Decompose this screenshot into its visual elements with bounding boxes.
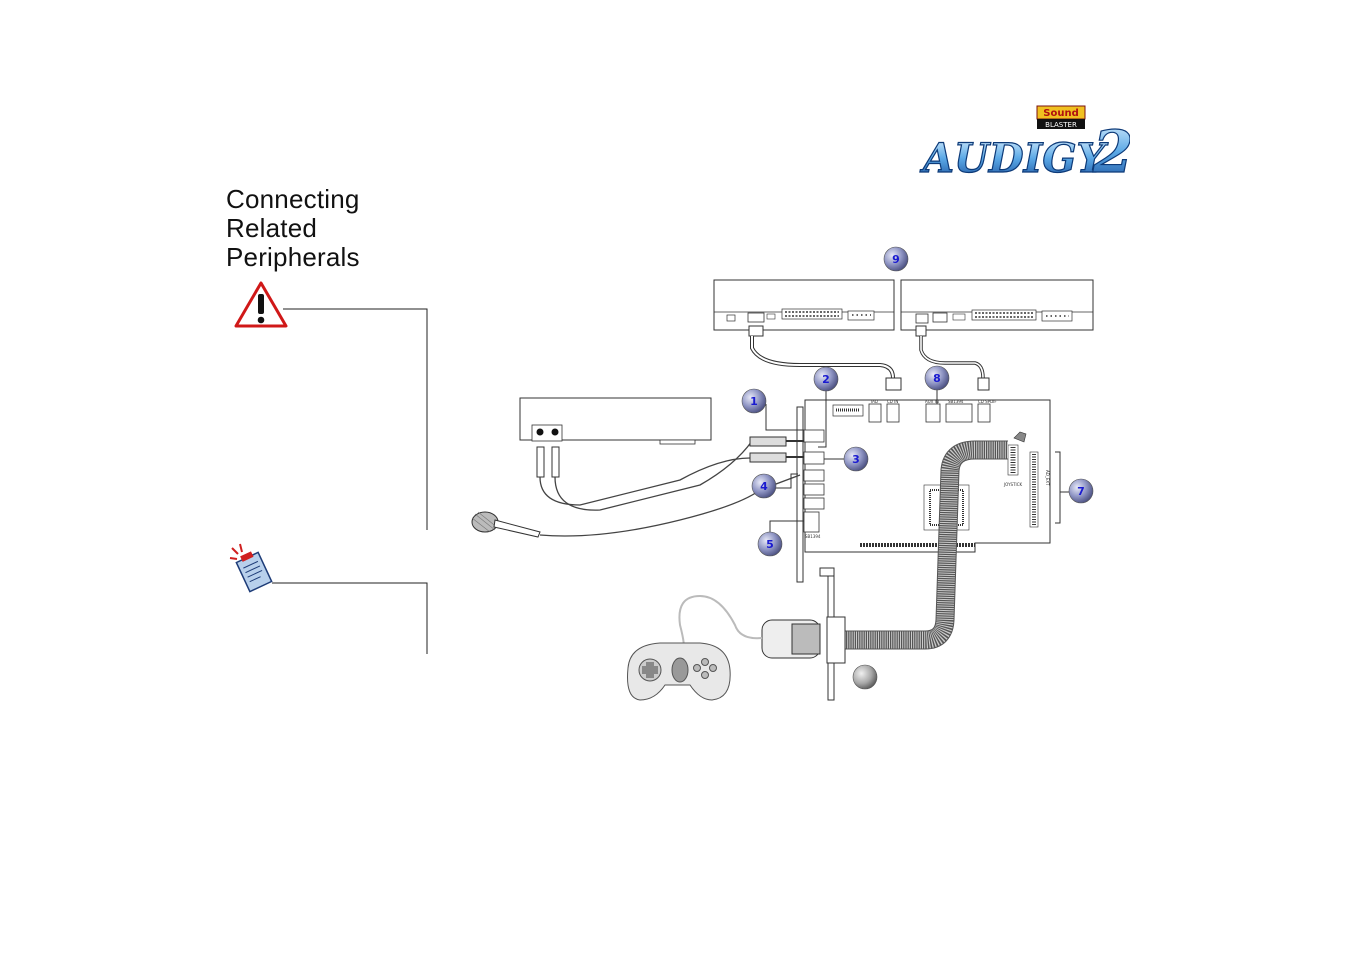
callout-9: 9 bbox=[883, 246, 909, 272]
label-sb1394-bracket: SB1394 bbox=[805, 534, 821, 539]
callout-8-label: 8 bbox=[933, 372, 941, 385]
logo-version: 2 bbox=[1092, 118, 1130, 186]
callout-8: 8 bbox=[924, 365, 950, 391]
title-line-3: Peripherals bbox=[226, 242, 360, 272]
callout-3: 3 bbox=[843, 446, 869, 472]
cd-spdif-cable-right bbox=[915, 325, 990, 391]
line-cables bbox=[536, 436, 804, 511]
label-cd-in: CD IN bbox=[887, 399, 898, 404]
label-joystick: JOYSTICK bbox=[1003, 482, 1023, 487]
warning-guide-line bbox=[283, 308, 428, 530]
microphone bbox=[471, 474, 801, 538]
callout-5-label: 5 bbox=[766, 538, 774, 551]
callout-1-label: 1 bbox=[750, 395, 758, 408]
label-ad-ext: AD_EXT bbox=[1045, 470, 1050, 486]
callout-3-label: 3 bbox=[852, 453, 860, 466]
title-line-1: Connecting bbox=[226, 184, 360, 214]
sound-card: TAD CD IN AUX IN SB1394 CD SPDIF SB1394 … bbox=[796, 399, 1072, 583]
label-aux-in: AUX IN bbox=[925, 399, 939, 404]
ribbon-cable bbox=[845, 440, 1008, 650]
external-audio-device bbox=[519, 397, 712, 445]
callout-unnumbered bbox=[852, 664, 878, 690]
optical-drive-right bbox=[900, 279, 1094, 331]
callout-5: 5 bbox=[757, 531, 783, 557]
callout-7-label: 7 bbox=[1077, 485, 1085, 498]
callout-9-label: 9 bbox=[892, 253, 900, 266]
note-guide-line bbox=[272, 582, 428, 654]
callout-4: 4 bbox=[751, 473, 777, 499]
logo-brand-bottom: BLASTER bbox=[1045, 121, 1077, 129]
page-title: Connecting Related Peripherals bbox=[226, 185, 446, 272]
title-line-2: Related bbox=[226, 213, 318, 243]
callout-2-label: 2 bbox=[822, 373, 830, 386]
label-tad: TAD bbox=[869, 399, 878, 404]
label-cd-spdif: CD SPDIF bbox=[978, 399, 997, 404]
joystick-bracket bbox=[761, 567, 846, 701]
sound-blaster-audigy2-logo: Sound BLASTER AUDIGY 2 bbox=[918, 105, 1130, 187]
logo-product: AUDIGY bbox=[919, 135, 1108, 182]
gamepad bbox=[627, 594, 763, 701]
warning-triangle-icon bbox=[234, 281, 288, 328]
callout-4-label: 4 bbox=[760, 480, 768, 493]
callout-7: 7 bbox=[1068, 478, 1094, 504]
callout-1: 1 bbox=[741, 388, 767, 414]
callout-2: 2 bbox=[813, 366, 839, 392]
label-sb1394: SB1394 bbox=[948, 399, 964, 404]
cd-audio-cable-left bbox=[748, 325, 902, 391]
logo-brand-top: Sound bbox=[1043, 108, 1078, 119]
optical-drive-left bbox=[713, 279, 895, 331]
note-pad-icon bbox=[229, 543, 273, 593]
